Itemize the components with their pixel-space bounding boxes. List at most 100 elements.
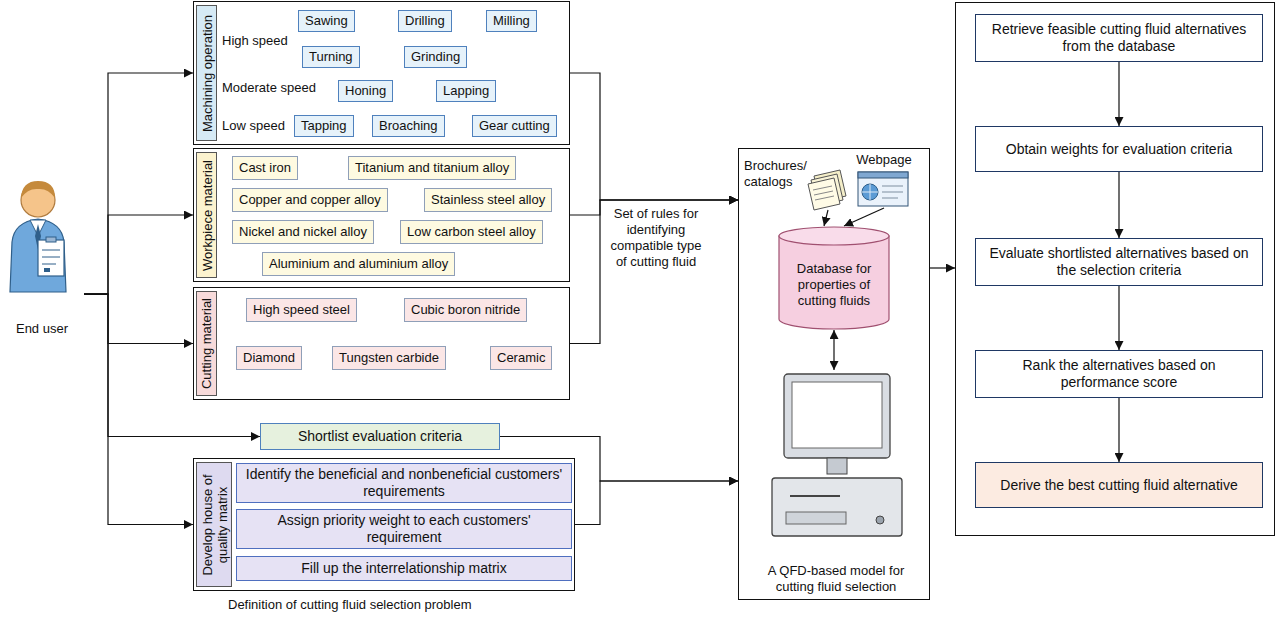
process-box: Rank the alternatives based on performan… [975, 350, 1263, 398]
brochure-icon-part [814, 191, 833, 195]
actor-node: End user [0, 176, 84, 340]
box-text: Stainless steel alloy [431, 192, 545, 208]
box-text: Retrieve feasible cutting fluid alternat… [984, 21, 1254, 55]
process-box: Cast iron [232, 156, 298, 180]
process-box: Low carbon steel alloy [400, 220, 543, 244]
panel-tab: Workpiece material [196, 152, 217, 278]
row-label-holder: High speed [222, 33, 288, 49]
process-box: Assign priority weight to each customers… [236, 509, 572, 549]
connector-arrow [833, 330, 834, 370]
box-text: Gear cutting [479, 118, 550, 134]
end-user-icon-part [42, 264, 56, 265]
note-label: Definition of cutting fluid selection pr… [228, 597, 472, 613]
box-text: Assign priority weight to each customers… [243, 512, 565, 546]
speed-label: Low speed [222, 118, 285, 134]
panel-tab: Cutting material [196, 291, 217, 396]
process-box: Tungsten carbide [332, 346, 446, 370]
source-label: Brochures/ catalogs [744, 158, 806, 190]
box-text: Rank the alternatives based on performan… [984, 357, 1254, 391]
webpage-icon-part [882, 186, 903, 187]
end-user-icon-part [38, 240, 64, 276]
model-label: A QFD-based model for cutting fluid sele… [762, 563, 910, 595]
box-text: High speed steel [253, 302, 350, 318]
group-panel: High speed steel Cubic boron nitrideDiamo… [193, 287, 570, 400]
source-label: Webpage [852, 152, 916, 168]
webpage-icon [858, 172, 908, 206]
brochure-icon-part [808, 178, 840, 210]
panel-title: Machining operation [199, 5, 214, 141]
webpage-icon-part [862, 184, 878, 200]
connector-arrow [84, 73, 193, 294]
box-text: Ceramic [497, 350, 545, 366]
process-box: Obtain weights for evaluation criteria [975, 126, 1263, 172]
box-text: Broaching [379, 118, 438, 134]
brochure-icon-part [813, 186, 832, 190]
brochure-icon-part [815, 196, 834, 200]
box-text: Derive the best cutting fluid alternativ… [1000, 477, 1237, 494]
brochure-icon [808, 170, 846, 210]
panel-title: Workpiece material [199, 152, 214, 278]
source-node: Brochures/ catalogs [744, 156, 848, 210]
connector-arrow [1118, 286, 1119, 350]
box-text: Turning [309, 49, 353, 65]
box-text: Lapping [443, 83, 489, 99]
box-text: Diamond [243, 350, 295, 366]
connector-arrow [930, 267, 955, 268]
process-box: Honing [338, 80, 393, 102]
end-user-icon-part [42, 257, 60, 258]
computer-icon-part [786, 512, 846, 524]
box-text: Tapping [301, 118, 347, 134]
row-label-holder: Low speed [222, 118, 285, 134]
process-box: High speed steel [246, 298, 357, 322]
actor-label: End user [16, 321, 68, 336]
connector-arrow [1118, 172, 1119, 238]
process-box: Evaluate shortlisted alternatives based … [975, 238, 1263, 286]
connector-arrow [1118, 62, 1119, 126]
connector-arrow [824, 210, 828, 226]
group-panel: Identify the beneficial and nonbeneficia… [193, 458, 575, 591]
source-node: Webpage [852, 152, 916, 208]
panel-title: Develop house of quality matrix [199, 462, 229, 587]
box-text: Shortlist evaluation criteria [267, 428, 493, 445]
box-text: Identify the beneficial and nonbeneficia… [243, 466, 565, 500]
process-box: Stainless steel alloy [424, 188, 552, 212]
computer-icon-part [784, 374, 890, 458]
row-label-holder: Moderate speed [222, 80, 316, 96]
end-user-icon-part [42, 250, 60, 251]
box-text: Nickel and nickel alloy [239, 224, 367, 240]
webpage-icon-part [862, 184, 878, 200]
connector-arrow [84, 294, 193, 524]
panel-tab: Develop house of quality matrix [196, 462, 232, 587]
webpage-icon-part [882, 192, 903, 193]
webpage-icon-part [858, 172, 908, 206]
process-box: Aluminium and aluminium alloy [262, 252, 455, 276]
note-label: Set of rules for identifying compatible … [604, 206, 708, 270]
webpage-icon-part [882, 198, 898, 199]
process-box: Derive the best cutting fluid alternativ… [975, 462, 1263, 508]
process-box: Copper and copper alloy [232, 188, 388, 212]
process-box: Titanium and titanium alloy [348, 156, 516, 180]
group-panel: Cast iron Titanium and titanium alloyCopp… [193, 148, 570, 282]
box-text: Fill up the interrelationship matrix [243, 560, 565, 577]
process-box: Gear cutting [472, 115, 557, 137]
process-box: Sawing [298, 10, 355, 32]
computer-icon-part [790, 495, 840, 497]
process-box: Diamond [236, 346, 302, 370]
process-box: Turning [302, 46, 360, 68]
box-text: Cubic boron nitride [411, 302, 520, 318]
computer-icon [772, 374, 902, 536]
box-text: Drilling [405, 13, 445, 29]
end-user-icon-part [10, 219, 66, 292]
box-text: Sawing [305, 13, 348, 29]
box-text: Obtain weights for evaluation criteria [1006, 141, 1232, 158]
connector-arrow [570, 73, 738, 200]
box-text: Grinding [411, 49, 460, 65]
box-text: Aluminium and aluminium alloy [269, 256, 448, 272]
connector-arrow [570, 200, 738, 344]
end-user-icon-part [46, 237, 56, 242]
process-box: Identify the beneficial and nonbeneficia… [236, 463, 572, 503]
connector-arrow [1118, 398, 1119, 462]
box-text: Evaluate shortlisted alternatives based … [984, 245, 1254, 279]
process-box: Nickel and nickel alloy [232, 220, 374, 244]
